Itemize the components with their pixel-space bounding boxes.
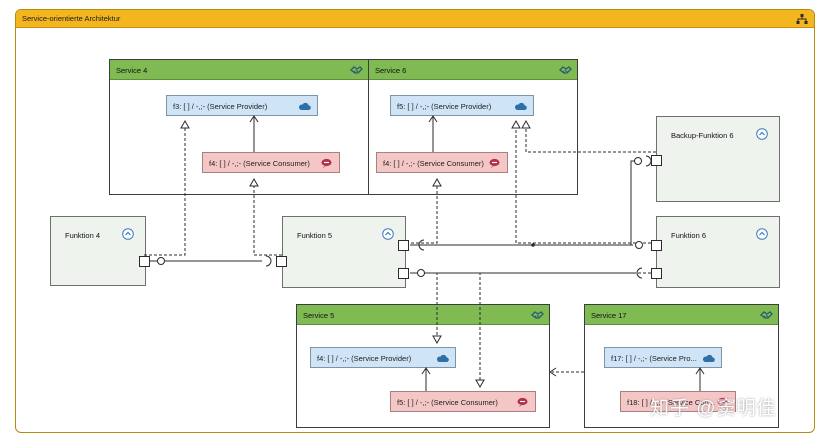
function-4-port[interactable] (139, 256, 150, 267)
cloud-icon (514, 102, 527, 110)
service-17-header: Service 17 (585, 305, 778, 325)
interface-label: f3: [ ] / -,;- (Service Provider) (173, 102, 268, 111)
cloud-icon (436, 354, 449, 362)
consumer-icon (321, 158, 332, 168)
consumer-icon (717, 397, 728, 407)
service-4-title: Service 4 (116, 66, 148, 75)
interface-label: f5: [ ] / -,;- (Service Provider) (397, 102, 492, 111)
chevron-up-icon[interactable] (756, 228, 768, 240)
function-5-port-upper[interactable] (398, 240, 409, 251)
chevron-up-icon[interactable] (756, 128, 768, 140)
service-5-title: Service 5 (303, 311, 335, 320)
service-4[interactable]: Service 4 (109, 59, 369, 195)
function-5-title: Funktion 5 (297, 231, 333, 240)
interface-label: f4: [ ] / -,;- (Service Consumer) (383, 159, 484, 168)
interface-label: f17: [ ] / -,;- (Service Pro... (611, 354, 697, 363)
handshake-icon (559, 66, 572, 74)
cloud-icon (298, 102, 311, 110)
handshake-icon (760, 311, 773, 319)
backup-function-6[interactable]: Backup-Funktion 6 (656, 116, 780, 202)
service-5-header: Service 5 (297, 305, 549, 325)
service-17-consumer-interface[interactable]: f18: [ ] / -,;- (Service Con... (620, 391, 736, 412)
function-5[interactable]: Funktion 5 (282, 216, 406, 288)
frame-header: Service-orientierte Architektur (16, 10, 814, 28)
chevron-up-icon[interactable] (122, 228, 134, 240)
backup-function-6-port[interactable] (651, 155, 662, 166)
cloud-icon (702, 354, 715, 362)
function-5-port-left[interactable] (276, 256, 287, 267)
interface-label: f5: [ ] / -,;- (Service Consumer) (397, 398, 498, 407)
handshake-icon (350, 66, 363, 74)
chevron-up-icon[interactable] (382, 228, 394, 240)
service-17-provider-interface[interactable]: f17: [ ] / -,;- (Service Pro... (604, 347, 722, 368)
service-5-provider-interface[interactable]: f4: [ ] / -,;- (Service Provider) (310, 347, 456, 368)
service-6-title: Service 6 (375, 66, 407, 75)
service-4-provider-interface[interactable]: f3: [ ] / -,;- (Service Provider) (166, 95, 318, 116)
function-4[interactable]: Funktion 4 (50, 216, 146, 286)
service-6-provider-interface[interactable]: f5: [ ] / -,;- (Service Provider) (390, 95, 534, 116)
service-6-consumer-interface[interactable]: f4: [ ] / -,;- (Service Consumer) (376, 152, 508, 173)
interface-label: f4: [ ] / -,;- (Service Provider) (317, 354, 412, 363)
handshake-icon (531, 311, 544, 319)
consumer-icon (489, 158, 500, 168)
function-4-title: Funktion 4 (65, 231, 101, 240)
function-5-port-lower[interactable] (398, 268, 409, 279)
hierarchy-icon[interactable] (796, 13, 808, 25)
service-4-header: Service 4 (110, 60, 368, 80)
function-6-port-lower[interactable] (651, 268, 662, 279)
interface-label: f18: [ ] / -,;- (Service Con... (627, 398, 715, 407)
interface-label: f4: [ ] / -,;- (Service Consumer) (209, 159, 310, 168)
consumer-icon (517, 397, 528, 407)
function-6-title: Funktion 6 (671, 231, 707, 240)
watermark: 知乎 @窦明佳 (650, 398, 777, 419)
backup-function-6-title: Backup-Funktion 6 (671, 131, 734, 140)
service-5-consumer-interface[interactable]: f5: [ ] / -,;- (Service Consumer) (390, 391, 536, 412)
function-6-port-upper[interactable] (651, 240, 662, 251)
function-6[interactable]: Funktion 6 (656, 216, 780, 288)
service-6-header: Service 6 (369, 60, 577, 80)
service-6[interactable]: Service 6 (368, 59, 578, 195)
service-17-title: Service 17 (591, 311, 627, 320)
frame-title: Service-orientierte Architektur (22, 14, 121, 23)
service-4-consumer-interface[interactable]: f4: [ ] / -,;- (Service Consumer) (202, 152, 340, 173)
